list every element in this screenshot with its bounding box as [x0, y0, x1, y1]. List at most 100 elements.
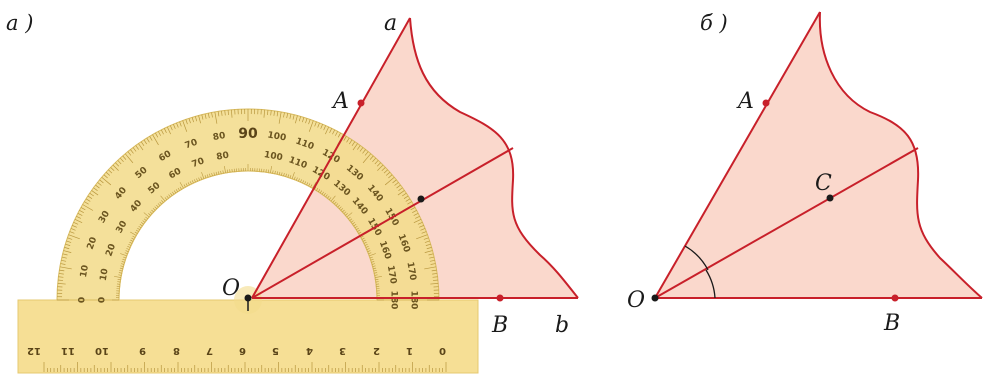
protractor-tick — [132, 147, 137, 152]
protractor-tick — [316, 187, 319, 191]
protractor-tick — [304, 181, 307, 185]
protractor-tick — [175, 189, 178, 192]
protractor-tick — [204, 175, 207, 179]
protractor-tick — [80, 207, 86, 211]
protractor-tick — [93, 187, 98, 191]
protractor-tick — [182, 120, 188, 132]
protractor-tick — [357, 145, 361, 150]
protractor-number: 0 — [98, 297, 108, 303]
protractor-tick — [126, 248, 130, 250]
protractor-tick — [105, 171, 111, 176]
protractor-tick — [99, 179, 104, 184]
protractor-tick — [58, 276, 64, 278]
protractor-tick — [76, 215, 81, 219]
protractor-tick — [59, 266, 72, 270]
ruler-number: 7 — [206, 345, 213, 356]
ruler-number: 10 — [95, 345, 109, 356]
protractor-tick — [118, 272, 122, 274]
protractor-tick — [296, 177, 298, 181]
protractor-tick — [431, 269, 437, 272]
protractor-number: 170 — [404, 261, 417, 281]
panel-a: а ) 12 11 10 9 8 7 6 5 4 3 2 1 0 — [6, 11, 579, 374]
protractor-tick — [166, 126, 171, 135]
protractor-tick — [374, 274, 378, 276]
protractor-tick — [293, 176, 296, 180]
point-b — [891, 294, 899, 302]
protractor-tick — [141, 222, 144, 225]
protractor-tick — [367, 250, 371, 252]
protractor-tick — [368, 252, 372, 255]
protractor-tick — [103, 174, 108, 179]
protractor-tick — [172, 191, 175, 195]
protractor-tick — [298, 116, 301, 122]
protractor-tick — [348, 216, 351, 220]
protractor-tick — [142, 220, 146, 223]
protractor-tick — [154, 206, 157, 209]
protractor-tick — [350, 220, 354, 223]
protractor-tick — [97, 182, 102, 186]
protractor-tick — [329, 128, 333, 133]
protractor-tick — [108, 169, 113, 174]
protractor-tick — [340, 208, 344, 211]
protractor-tick — [189, 181, 192, 185]
protractor-tick — [57, 283, 66, 285]
protractor-tick — [423, 237, 429, 240]
protractor-tick — [64, 247, 70, 250]
protractor-tick — [351, 141, 356, 146]
ruler-number: 4 — [306, 345, 313, 356]
angle-arc-upper — [684, 245, 709, 271]
protractor-tick — [429, 259, 435, 262]
protractor-tick — [276, 111, 279, 117]
protractor-tick — [124, 252, 128, 255]
protractor-tick — [158, 131, 161, 136]
protractor-tick — [274, 170, 276, 174]
protractor-tick — [149, 136, 153, 141]
protractor-tick — [134, 231, 138, 234]
protractor-tick — [334, 201, 337, 205]
protractor-tick — [187, 182, 190, 186]
protractor-tick — [130, 231, 137, 236]
protractor-tick — [120, 253, 127, 257]
protractor-tick — [428, 253, 434, 256]
protractor-tick — [346, 212, 353, 218]
protractor-tick — [160, 129, 164, 135]
protractor-tick — [220, 170, 222, 174]
bisector-a — [251, 147, 514, 299]
protractor-tick — [61, 259, 67, 262]
protractor-tick — [289, 175, 292, 179]
protractor-tick — [72, 225, 77, 228]
protractor-tick — [283, 173, 285, 177]
ruler-number: 3 — [339, 345, 346, 356]
protractor-tick — [139, 224, 143, 227]
protractor-tick — [335, 131, 338, 136]
protractor-tick — [60, 263, 66, 265]
protractor-tick — [374, 160, 379, 165]
protractor-tick — [211, 112, 213, 118]
protractor-tick — [413, 212, 419, 216]
protractor-tick — [65, 243, 71, 246]
angle-region-a — [252, 18, 578, 298]
protractor-number: 70 — [184, 138, 199, 152]
protractor-tick — [425, 243, 431, 246]
protractor-tick — [118, 274, 122, 276]
protractor-tick — [201, 172, 205, 179]
protractor-tick — [323, 125, 327, 131]
ray-oa — [654, 11, 821, 299]
label-ray-b: b — [555, 313, 569, 338]
ruler-number: 0 — [439, 345, 446, 356]
protractor-tick — [183, 184, 186, 188]
protractor-tick — [156, 204, 159, 208]
protractor-tick — [327, 195, 330, 199]
protractor-tick — [143, 218, 147, 221]
protractor-tick — [179, 186, 182, 190]
protractor-tick — [63, 250, 72, 253]
protractor-tick — [146, 137, 150, 143]
protractor-tick — [131, 237, 135, 240]
protractor-tick — [354, 225, 358, 229]
protractor-tick — [286, 113, 289, 119]
label-point-a: A — [736, 89, 754, 114]
protractor-tick — [415, 215, 420, 219]
label-ray-a: a — [384, 11, 397, 36]
panel-b: б ) A C O B — [627, 11, 983, 336]
protractor-tick — [300, 179, 302, 183]
